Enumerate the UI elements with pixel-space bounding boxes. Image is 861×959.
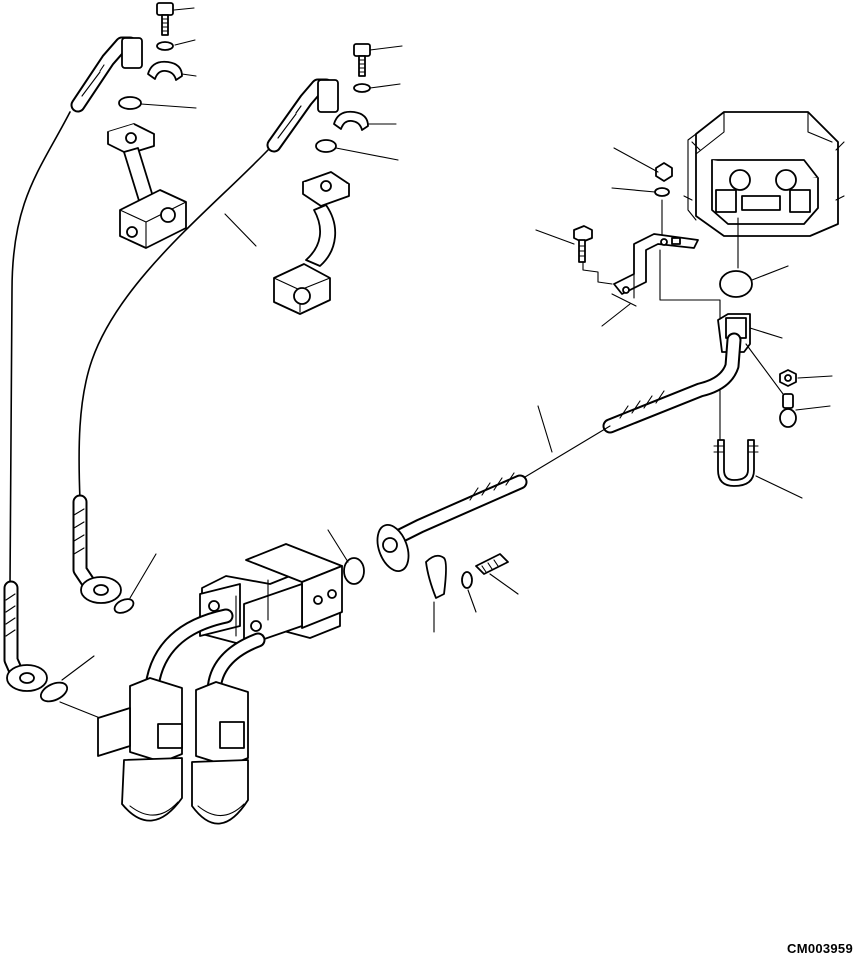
washer-icon — [461, 571, 473, 589]
left-hose-top-fitting — [70, 36, 143, 113]
left-steel-tube — [107, 123, 187, 249]
pump-bracket-hardware — [535, 147, 721, 327]
o-ring-icon — [315, 139, 337, 153]
middle-hose-assembly — [72, 78, 339, 604]
o-ring-icon — [719, 270, 753, 298]
top-left-hardware-stack — [118, 2, 197, 110]
o-ring-icon — [113, 598, 135, 614]
bolt-icon — [156, 2, 174, 36]
o-ring-icon — [343, 557, 365, 585]
bolt-icon — [475, 553, 509, 575]
middle-steel-tube — [224, 43, 403, 315]
u-bolt-icon — [717, 439, 755, 487]
left-hose-assembly — [3, 36, 143, 692]
right-control-valve — [191, 681, 249, 825]
split-flange-clamp-icon — [425, 554, 447, 599]
nut-icon — [779, 369, 797, 387]
o-ring-icon — [118, 96, 142, 110]
bolt-icon — [779, 393, 797, 428]
bolt-icon — [353, 43, 371, 77]
split-flange-clamp-icon — [333, 110, 369, 131]
washer-icon — [353, 83, 371, 93]
washer-icon — [156, 41, 174, 51]
lower-left-o-rings — [39, 553, 157, 719]
diagonal-hose-assembly — [376, 332, 742, 572]
split-flange-clamp-icon — [147, 60, 183, 81]
double-pump-assembly — [97, 543, 343, 825]
pump-housing — [683, 111, 845, 237]
middle-hose-bottom-fitting — [72, 494, 122, 604]
left-hose-bottom-fitting — [3, 580, 48, 692]
drawing-code: CM003959 — [787, 941, 853, 956]
pump-port-o-ring — [719, 217, 789, 298]
lower-flange-hardware — [327, 529, 519, 633]
washer-icon — [654, 187, 670, 197]
middle-hose-top-fitting — [266, 78, 339, 153]
mounting-bracket — [613, 233, 699, 295]
o-ring-icon — [39, 681, 69, 703]
bolt-icon — [573, 225, 593, 263]
left-control-valve — [97, 677, 183, 822]
nut-icon — [655, 162, 673, 182]
